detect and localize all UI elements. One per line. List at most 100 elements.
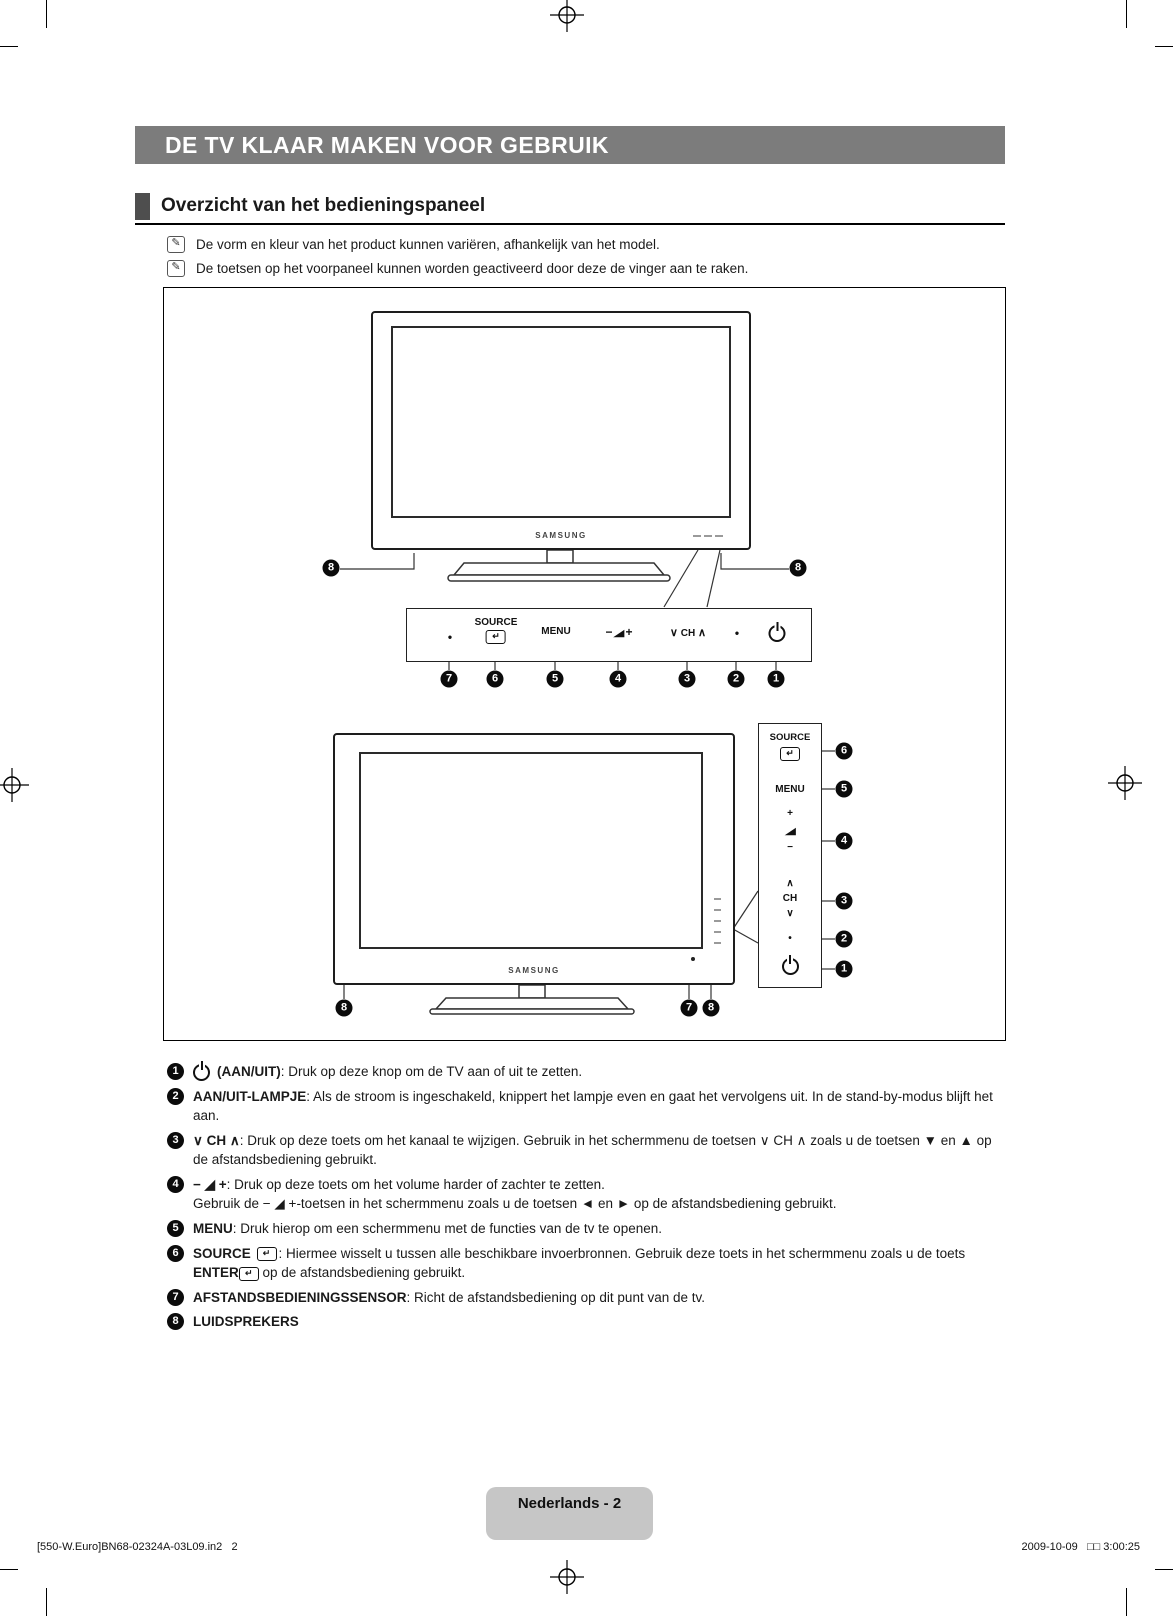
section-bullet bbox=[135, 193, 150, 220]
power-lamp-dot: • bbox=[734, 626, 740, 640]
callout-5: 5 bbox=[546, 670, 564, 688]
crop-tick bbox=[1126, 1588, 1127, 1616]
brand-logo: SAMSUNG bbox=[535, 531, 587, 540]
item-text: : Hiermee wisselt u tussen alle beschikb… bbox=[278, 1245, 966, 1261]
list-item-remote-sensor: 7 AFSTANDSBEDIENINGSSENSOR: Richt de afs… bbox=[167, 1288, 1005, 1308]
figure-lines bbox=[340, 549, 835, 1015]
callout-3: 3 bbox=[835, 892, 853, 910]
crop-tick bbox=[1155, 1569, 1173, 1570]
tv-front-illustration: SAMSUNG bbox=[371, 311, 751, 550]
enter-icon: ↵ bbox=[256, 1246, 277, 1261]
channel-down-icon: ∨ bbox=[786, 908, 794, 919]
volume-plus-label: + bbox=[787, 808, 793, 819]
callout-1: 1 bbox=[167, 1063, 184, 1080]
note-line: ✎ De toetsen op het voorpaneel kunnen wo… bbox=[167, 260, 748, 277]
section-title: Overzicht van het bedieningspaneel bbox=[161, 195, 486, 216]
callout-7: 7 bbox=[167, 1288, 184, 1306]
registration-mark-left bbox=[0, 768, 29, 802]
item-label: AFSTANDSBEDIENINGSSENSOR bbox=[193, 1289, 407, 1305]
item-text: : Druk hierop om een schermmenu met de f… bbox=[232, 1220, 662, 1236]
section-heading: Overzicht van het bedieningspaneel bbox=[135, 192, 1005, 225]
callout-2: 2 bbox=[835, 930, 853, 948]
channel-control-label: ∨ CH ∧ bbox=[669, 627, 707, 639]
callout-2: 2 bbox=[167, 1087, 184, 1105]
item-text: : Richt de afstandsbediening op dit punt… bbox=[406, 1289, 705, 1305]
item-label: − ◢ + bbox=[193, 1176, 227, 1192]
callout-2: 2 bbox=[727, 670, 745, 688]
list-item-source: 6 SOURCE ↵: Hiermee wisselt u tussen all… bbox=[167, 1244, 1005, 1283]
callout-8-right: 8 bbox=[789, 559, 807, 577]
enter-label: ENTER bbox=[193, 1265, 239, 1281]
callout-3: 3 bbox=[678, 670, 696, 688]
remote-sensor-dot: • bbox=[447, 630, 453, 644]
note-text: De vorm en kleur van het product kunnen … bbox=[196, 237, 660, 252]
list-item-speakers: 8 LUIDSPREKERS bbox=[167, 1312, 1005, 1332]
power-control bbox=[759, 958, 821, 975]
remote-sensor-dot bbox=[691, 957, 695, 961]
brand-logo: SAMSUNG bbox=[508, 966, 560, 975]
enter-icon: ↵ bbox=[238, 1266, 259, 1281]
power-icon bbox=[781, 958, 799, 975]
volume-minus-label: − bbox=[787, 842, 793, 853]
list-item-power: 1 (AAN/UIT): Druk op deze knop om de TV … bbox=[167, 1062, 1005, 1082]
note-icon: ✎ bbox=[167, 260, 185, 277]
power-control bbox=[768, 625, 786, 642]
list-item-volume: 4 − ◢ +: Druk op deze toets om het volum… bbox=[167, 1175, 1005, 1214]
enter-icon-wrap: ↵ bbox=[759, 747, 821, 761]
crop-tick bbox=[46, 1588, 47, 1616]
callout-8-left: 8 bbox=[322, 559, 340, 577]
callout-6: 6 bbox=[835, 742, 853, 760]
menu-button-label: MENU bbox=[541, 626, 571, 637]
page-number-tab: Nederlands - 2 bbox=[486, 1487, 653, 1540]
bezel-markings bbox=[693, 535, 723, 537]
callout-7: 7 bbox=[440, 670, 458, 688]
enter-icon: ↵ bbox=[780, 747, 800, 761]
callout-5: 5 bbox=[167, 1219, 184, 1237]
item-text: : Als de stroom is ingeschakeld, knipper… bbox=[193, 1088, 993, 1124]
volume-control-label: −◢+ bbox=[605, 625, 633, 639]
list-item-channel: 3 ∨ CH ∧: Druk op deze toets om het kana… bbox=[167, 1131, 1005, 1170]
power-icon bbox=[193, 1063, 210, 1081]
callout-4: 4 bbox=[167, 1175, 184, 1193]
crop-tick bbox=[0, 1569, 18, 1570]
registration-mark-top bbox=[550, 0, 584, 32]
channel-label: CH bbox=[782, 893, 798, 904]
registration-mark-right bbox=[1108, 766, 1142, 800]
item-label: LUIDSPREKERS bbox=[193, 1314, 299, 1330]
channel-up-icon: ∧ bbox=[698, 627, 707, 639]
item-label: (AAN/UIT) bbox=[217, 1064, 281, 1079]
channel-down-icon: ∨ bbox=[669, 627, 678, 639]
footer-file-info: [550-W.Euro]BN68-02324A-03L09.in2 2 bbox=[37, 1541, 238, 1553]
note-icon: ✎ bbox=[167, 236, 185, 253]
callout-1: 1 bbox=[835, 960, 853, 978]
chapter-title: DE TV KLAAR MAKEN VOOR GEBRUIK bbox=[165, 132, 609, 158]
control-panel-strip: • SOURCE ↵ MENU −◢+ ∨ CH ∧ • bbox=[406, 608, 812, 662]
list-item-menu: 5 MENU: Druk hierop om een schermmenu me… bbox=[167, 1219, 1005, 1239]
callout-7: 7 bbox=[680, 999, 698, 1017]
callout-8-right: 8 bbox=[702, 999, 720, 1017]
note-line: ✎ De vorm en kleur van het product kunne… bbox=[167, 236, 660, 253]
tv-side-panel-illustration: SAMSUNG bbox=[333, 733, 735, 985]
side-button-markings bbox=[714, 898, 721, 944]
callout-4: 4 bbox=[609, 670, 627, 688]
note-text: De toetsen op het voorpaneel kunnen word… bbox=[196, 261, 749, 276]
tv-screen bbox=[359, 752, 703, 949]
item-label: ∨ CH ∧ bbox=[193, 1132, 240, 1148]
callout-6: 6 bbox=[486, 670, 504, 688]
item-label: AAN/UIT-LAMPJE bbox=[193, 1088, 307, 1104]
footer-timestamp: 2009-10-09 □□ 3:00:25 bbox=[1021, 1541, 1140, 1553]
volume-wedge-icon: ◢ bbox=[784, 826, 796, 836]
channel-up-icon: ∧ bbox=[786, 878, 794, 889]
item-text: : Druk op deze toets om het volume harde… bbox=[226, 1176, 605, 1192]
volume-wedge-icon: ◢ bbox=[613, 628, 625, 638]
tv-screen bbox=[391, 326, 731, 518]
power-icon bbox=[768, 625, 786, 642]
button-descriptions: 1 (AAN/UIT): Druk op deze knop om de TV … bbox=[167, 1062, 1005, 1337]
callout-3: 3 bbox=[167, 1131, 184, 1149]
item-label: SOURCE bbox=[193, 1245, 251, 1261]
source-button-label: SOURCE ↵ bbox=[475, 617, 517, 644]
registration-mark-bottom bbox=[550, 1560, 584, 1594]
enter-icon: ↵ bbox=[485, 630, 506, 644]
callout-6: 6 bbox=[167, 1244, 184, 1262]
